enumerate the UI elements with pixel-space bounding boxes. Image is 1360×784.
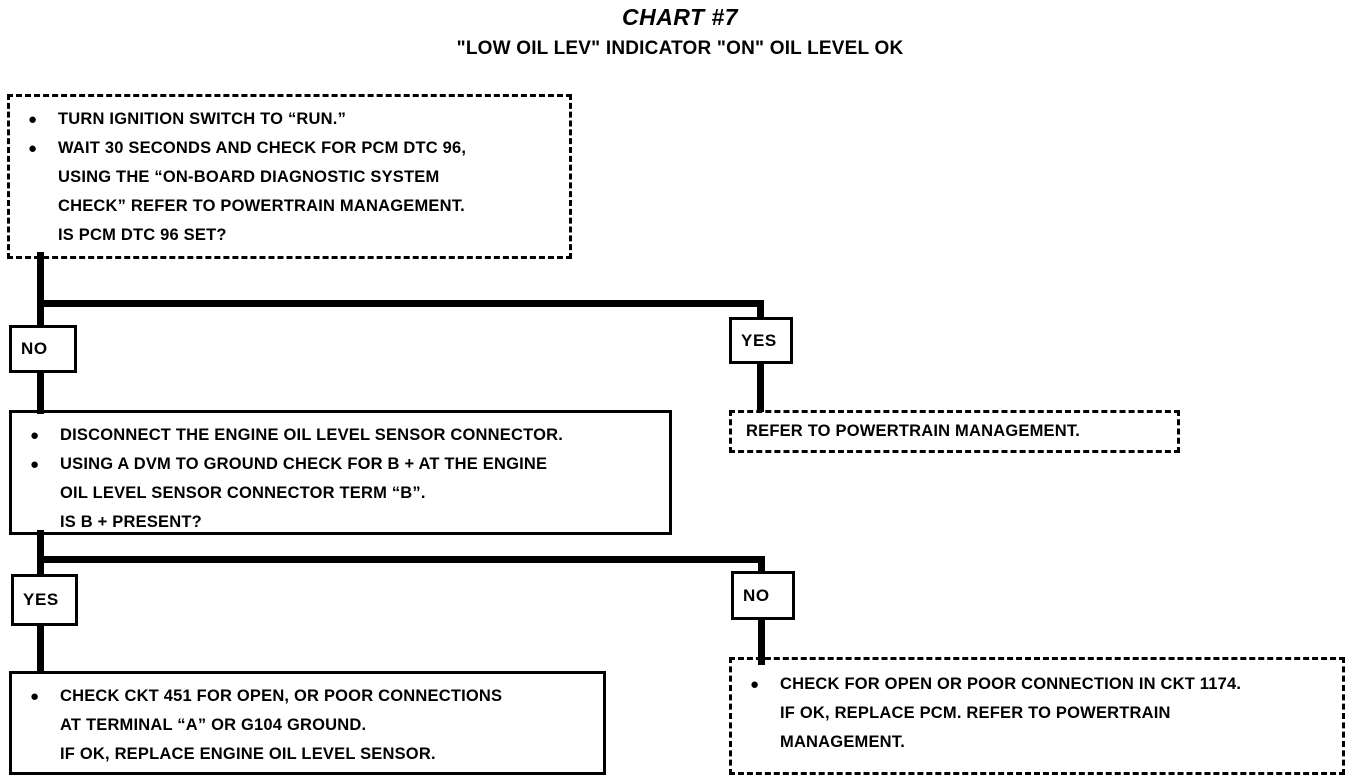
connector-no2-to-result xyxy=(758,617,765,665)
box-line: ● AT TERMINAL “A” OR G104 GROUND. xyxy=(20,711,593,740)
bullet-icon: ● xyxy=(750,676,760,693)
box-line: ● OIL LEVEL SENSOR CONNECTOR TERM “B”. xyxy=(20,479,659,508)
box-line-text: MANAGEMENT. xyxy=(780,733,906,751)
box-line-text: IF OK, REPLACE PCM. REFER TO POWERTRAIN xyxy=(780,704,1171,722)
box-line: ● IF OK, REPLACE ENGINE OIL LEVEL SENSOR… xyxy=(20,740,593,769)
branch-chip-label: YES xyxy=(741,330,777,350)
box-line: ● CHECK FOR OPEN OR POOR CONNECTION IN C… xyxy=(740,670,1334,699)
connector-step2-down xyxy=(37,530,44,564)
pcm-dtc-check-box: ● TURN IGNITION SWITCH TO “RUN.” ● WAIT … xyxy=(7,94,572,259)
branch-chip-label: NO xyxy=(21,339,48,358)
box-line-text: OIL LEVEL SENSOR CONNECTOR TERM “B”. xyxy=(60,484,426,502)
box-line: ● IS PCM DTC 96 SET? xyxy=(18,221,559,250)
check-ckt-451-box: ● CHECK CKT 451 FOR OPEN, OR POOR CONNEC… xyxy=(9,671,606,775)
check-ckt-1174-box: ● CHECK FOR OPEN OR POOR CONNECTION IN C… xyxy=(729,657,1345,775)
box-line: ● TURN IGNITION SWITCH TO “RUN.” xyxy=(18,105,559,134)
box-line-text: CHECK CKT 451 FOR OPEN, OR POOR CONNECTI… xyxy=(60,687,503,705)
connector-yes2-down xyxy=(37,556,44,580)
branch-chip-label: NO xyxy=(743,585,770,605)
box-line: ● DISCONNECT THE ENGINE OIL LEVEL SENSOR… xyxy=(20,421,659,450)
b-plus-check-box: ● DISCONNECT THE ENGINE OIL LEVEL SENSOR… xyxy=(9,410,672,535)
connector-bus-bottom xyxy=(37,556,763,563)
bullet-icon: ● xyxy=(28,111,38,128)
box-line: ● CHECK” REFER TO POWERTRAIN MANAGEMENT. xyxy=(18,192,559,221)
branch-chip-label: YES xyxy=(23,590,59,609)
branch-chip-yes-2[interactable]: YES xyxy=(11,574,78,626)
box-line-text: AT TERMINAL “A” OR G104 GROUND. xyxy=(60,716,367,734)
box-line: ● IF OK, REPLACE PCM. REFER TO POWERTRAI… xyxy=(740,699,1334,728)
box-line-text: IF OK, REPLACE ENGINE OIL LEVEL SENSOR. xyxy=(60,745,436,763)
box-line-text: DISCONNECT THE ENGINE OIL LEVEL SENSOR C… xyxy=(60,426,564,444)
branch-chip-no-2[interactable]: NO xyxy=(731,571,795,620)
branch-chip-no-1[interactable]: NO xyxy=(9,325,77,373)
box-line-text: IS B + PRESENT? xyxy=(60,513,202,531)
branch-chip-yes-1[interactable]: YES xyxy=(729,317,793,364)
box-line-text: USING THE “ON-BOARD DIAGNOSTIC SYSTEM xyxy=(58,168,440,186)
box-line-text: CHECK” REFER TO POWERTRAIN MANAGEMENT. xyxy=(58,197,465,215)
connector-no2-down xyxy=(758,556,765,576)
box-line-text: IS PCM DTC 96 SET? xyxy=(58,226,227,244)
box-line: ● IS B + PRESENT? xyxy=(20,508,659,537)
connector-yes1-to-refer xyxy=(757,362,764,412)
box-line: ● CHECK CKT 451 FOR OPEN, OR POOR CONNEC… xyxy=(20,682,593,711)
box-line: ● WAIT 30 SECONDS AND CHECK FOR PCM DTC … xyxy=(18,134,559,163)
bullet-icon: ● xyxy=(30,427,40,444)
bullet-icon: ● xyxy=(28,140,38,157)
chart-subtitle: "LOW OIL LEV" INDICATOR "ON" OIL LEVEL O… xyxy=(456,38,904,59)
box-line-text: CHECK FOR OPEN OR POOR CONNECTION IN CKT… xyxy=(780,675,1242,693)
connector-step1-down xyxy=(37,252,44,308)
box-line: ● MANAGEMENT. xyxy=(740,728,1334,757)
box-line-text: REFER TO POWERTRAIN MANAGEMENT. xyxy=(746,422,1081,440)
refer-powertrain-box: REFER TO POWERTRAIN MANAGEMENT. xyxy=(729,410,1180,453)
bullet-icon: ● xyxy=(30,688,40,705)
connector-no1-to-step2 xyxy=(37,370,44,414)
connector-no1-down xyxy=(37,300,44,330)
connector-bus-top xyxy=(37,300,764,307)
box-line: ● USING A DVM TO GROUND CHECK FOR B + AT… xyxy=(20,450,659,479)
connector-yes1-down xyxy=(757,300,764,324)
chart-title: CHART #7 xyxy=(621,4,739,30)
box-line-text: USING A DVM TO GROUND CHECK FOR B + AT T… xyxy=(60,455,548,473)
box-line: ● USING THE “ON-BOARD DIAGNOSTIC SYSTEM xyxy=(18,163,559,192)
box-line-text: TURN IGNITION SWITCH TO “RUN.” xyxy=(58,110,347,128)
bullet-icon: ● xyxy=(30,456,40,473)
box-line-text: WAIT 30 SECONDS AND CHECK FOR PCM DTC 96… xyxy=(58,139,467,157)
connector-yes2-to-result xyxy=(37,624,44,674)
